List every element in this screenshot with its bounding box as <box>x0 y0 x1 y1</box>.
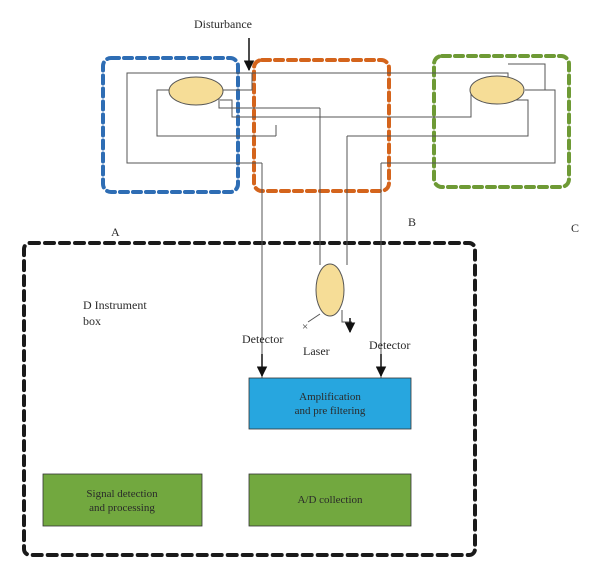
coupler-right <box>469 75 525 105</box>
signal-processing-block <box>42 473 203 527</box>
laser-coupler <box>315 263 345 317</box>
ad-collection-block <box>248 473 412 527</box>
amplification-block <box>248 377 412 430</box>
region-a-label: A <box>111 225 120 239</box>
region-a-box <box>101 56 240 194</box>
disturbance-label: Disturbance <box>194 17 252 31</box>
region-c-box <box>432 54 571 189</box>
fiber-network <box>126 63 556 378</box>
region-b-label: B <box>408 215 416 229</box>
instrument-box-label-line2: box <box>83 314 101 328</box>
amplification-label-line2: and pre filtering <box>295 405 366 417</box>
region-b-box <box>252 58 391 193</box>
ad-collection-label: A/D collection <box>297 494 363 506</box>
detector-right-label: Detector <box>369 338 410 352</box>
laser-label: Laser <box>303 344 330 358</box>
instrument-box-label-line1: D Instrument <box>83 298 147 312</box>
laser-terminator-icon: × <box>302 321 308 333</box>
signal-processing-label-line2: and processing <box>89 502 155 514</box>
signal-processing-label-line1: Signal detection <box>86 488 158 500</box>
region-c-label: C <box>571 221 579 235</box>
coupler-left <box>168 76 224 106</box>
detector-left-label: Detector <box>242 332 283 346</box>
instrument-box <box>22 241 477 557</box>
amplification-label-line1: Amplification <box>299 391 361 403</box>
